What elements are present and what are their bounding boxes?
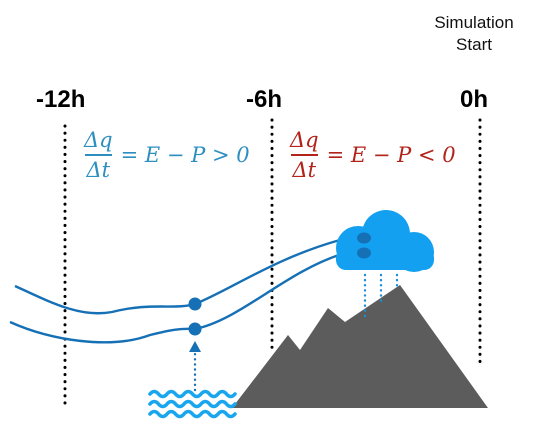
water-waves-icon: [148, 389, 237, 419]
trajectory-point-upper: [188, 297, 202, 311]
time-label-minus-12h: -12h: [36, 86, 86, 113]
equation-denominator: Δt: [290, 154, 319, 182]
equation-numerator: Δq: [84, 128, 113, 152]
time-label-0h: 0h: [460, 86, 489, 113]
cloud-trajectory-point-lower: [357, 247, 371, 259]
precipitation-icon: [363, 273, 399, 320]
equation-rhs: = E − P > 0: [120, 143, 250, 167]
trajectory-upper: [14, 238, 341, 315]
simulation-start-line2: Start: [456, 35, 492, 54]
equation-fraction: Δq Δt: [82, 128, 115, 182]
cloud-icon: [336, 210, 434, 272]
equation-rhs: = E − P < 0: [326, 143, 456, 167]
equation-denominator: Δt: [84, 154, 113, 182]
trajectory-point-lower: [188, 322, 202, 336]
equation-numerator: Δq: [290, 128, 319, 152]
evaporation-arrow-icon: [189, 341, 201, 392]
time-label-minus-6h: -6h: [246, 86, 282, 113]
simulation-start-line1: Simulation: [434, 13, 514, 32]
mountain-icon: [232, 285, 488, 408]
equation-fraction: Δq Δt: [288, 128, 321, 182]
equation-moisture-loss: Δq Δt = E − P < 0: [288, 128, 456, 182]
equation-moisture-uptake: Δq Δt = E − P > 0: [82, 128, 250, 182]
simulation-start-label: Simulation Start: [418, 12, 530, 56]
cloud-trajectory-point-upper: [357, 232, 371, 244]
trajectory-lower: [9, 252, 343, 344]
